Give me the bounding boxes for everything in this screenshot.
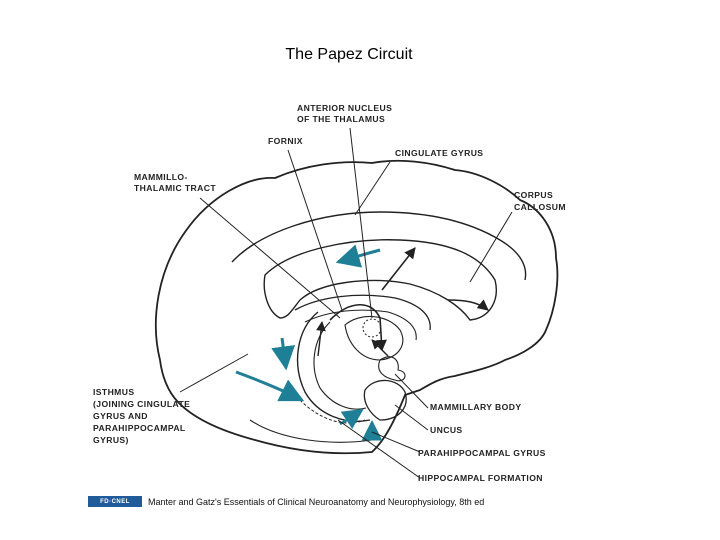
- label-isthmus-3: GYRUS AND: [93, 411, 148, 421]
- hippocampal-c-curve: [296, 311, 371, 422]
- leader-corpus-callosum: [469, 211, 513, 283]
- footer: FD·CNEL Manter and Gatz's Essentials of …: [88, 496, 484, 507]
- citation-text: Manter and Gatz's Essentials of Clinical…: [148, 496, 485, 507]
- label-anterior-nucleus-2: OF THE THALAMUS: [297, 114, 385, 124]
- arrow-mammillary-up: [371, 339, 389, 357]
- leader-parahippocampal: [371, 431, 421, 453]
- fornix-arch: [294, 294, 431, 331]
- page-title: The Papez Circuit: [285, 46, 413, 63]
- label-anterior-nucleus-1: ANTERIOR NUCLEUS: [297, 103, 392, 113]
- anterior-nucleus-circle: [362, 318, 382, 338]
- label-isthmus-4: PARAHIPPOCAMPAL: [93, 423, 186, 433]
- label-isthmus-1: ISTHMUS: [93, 387, 134, 397]
- parahippocampal-lower: [249, 419, 373, 443]
- arrow-hippocampus-up: [316, 321, 326, 357]
- leader-fornix: [287, 149, 343, 311]
- corpus-callosum-outline: [263, 239, 497, 321]
- thalamus-outline: [344, 315, 404, 361]
- label-hippocampal-formation: HIPPOCAMPAL FORMATION: [418, 473, 543, 483]
- arrow-fornix-to-mammillary: [329, 304, 387, 352]
- teal-arrow-cingulate: [335, 244, 381, 268]
- leader-hippocampal-formation: [337, 419, 421, 479]
- label-cingulate-gyrus: CINGULATE GYRUS: [395, 148, 483, 158]
- fornix-arch-inner: [304, 309, 417, 341]
- label-mammillary-body: MAMMILLARY BODY: [430, 402, 521, 412]
- label-mammillothalamic-1: MAMMILLO-: [134, 172, 188, 182]
- cingulate-sulcus: [231, 211, 527, 281]
- label-corpus-callosum-2: CALLOSUM: [514, 202, 566, 212]
- arrow-to-corpus: [447, 299, 489, 311]
- leader-uncus: [394, 404, 429, 431]
- label-corpus-callosum-1: CORPUS: [514, 190, 553, 200]
- hippocampal-pathway-dashed: [299, 399, 366, 424]
- brain-outline: [154, 159, 559, 455]
- leader-mammillary: [394, 373, 429, 409]
- leader-isthmus: [179, 353, 249, 393]
- leader-mammillothalamic: [199, 197, 341, 319]
- label-parahippocampal-gyrus: PARAHIPPOCAMPAL GYRUS: [418, 448, 546, 458]
- label-uncus: UNCUS: [430, 425, 463, 435]
- publisher-logo: FD·CNEL: [88, 496, 142, 507]
- label-isthmus-2: (JOINING CINGULATE: [93, 399, 190, 409]
- leader-cingulate: [354, 161, 391, 216]
- leader-anterior-nucleus: [349, 127, 373, 319]
- teal-arrow-isthmus-diag: [235, 370, 305, 402]
- uncus-outline: [363, 379, 407, 421]
- arrow-to-cingulate: [381, 247, 416, 291]
- label-mammillothalamic-2: THALAMIC TRACT: [134, 183, 216, 193]
- hippocampal-c-curve-inner: [313, 321, 367, 410]
- hypothalamus-outline: [378, 356, 406, 382]
- teal-arrow-isthmus-down: [271, 337, 296, 371]
- label-isthmus-5: GYRUS): [93, 435, 129, 445]
- label-fornix: FORNIX: [268, 136, 303, 146]
